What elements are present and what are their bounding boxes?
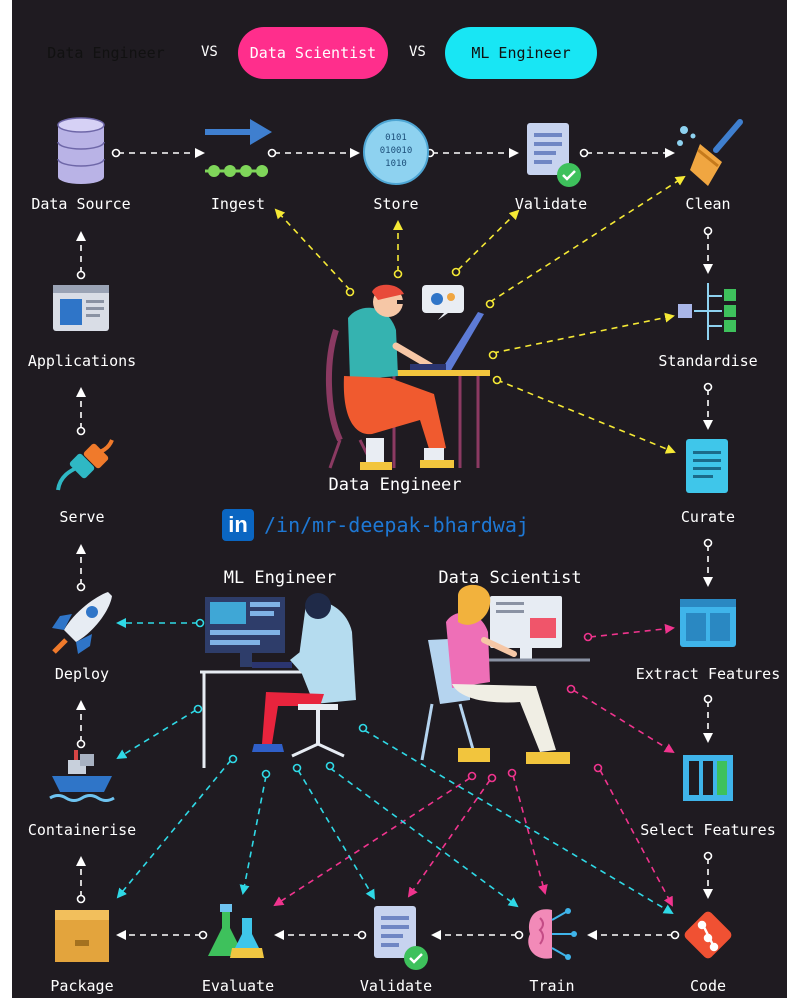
- label-clean: Clean: [685, 195, 731, 213]
- brain-network-icon: [528, 908, 577, 960]
- label-code: Code: [689, 977, 727, 995]
- extract-features-icon: [680, 599, 736, 647]
- role-data-scientist: Data Scientist: [438, 568, 582, 588]
- linkedin-icon: in: [222, 509, 254, 541]
- label-serve: Serve: [59, 508, 105, 526]
- label-data-source: Data Source: [31, 195, 131, 213]
- role-ml-engineer: ML Engineer: [223, 568, 337, 588]
- validate-bottom-document-icon: [374, 906, 428, 970]
- label-validate-bottom: Validate: [359, 977, 433, 995]
- label-standardise: Standardise: [658, 352, 758, 370]
- label-deploy: Deploy: [54, 665, 110, 683]
- application-window-icon: [53, 285, 109, 331]
- label-containerise: Containerise: [27, 821, 137, 839]
- label-curate: Curate: [680, 508, 736, 526]
- vs-label-1: VS: [201, 44, 218, 60]
- pill-data-engineer: Data Engineer: [30, 27, 182, 79]
- linkedin-link[interactable]: in /in/mr-deepak-bhardwaj: [222, 508, 529, 542]
- git-icon: [684, 911, 732, 959]
- label-ingest: Ingest: [210, 195, 266, 213]
- curate-document-icon: [686, 439, 728, 493]
- label-applications: Applications: [27, 352, 137, 370]
- data-engineer-illustration: [325, 284, 490, 470]
- vs-label-2: VS: [409, 44, 426, 60]
- package-box-icon: [55, 910, 109, 962]
- svg-text:010010: 010010: [380, 146, 413, 156]
- pill-data-scientist-label: Data Scientist: [249, 44, 377, 62]
- rocket-icon: [52, 592, 112, 654]
- ingest-icon: [205, 119, 272, 177]
- hierarchy-icon: [678, 283, 736, 340]
- pill-data-scientist: Data Scientist: [238, 27, 388, 79]
- role-data-engineer: Data Engineer: [328, 475, 462, 495]
- database-icon: [57, 117, 105, 184]
- flow-arrows: [76, 148, 713, 940]
- svg-text:1010: 1010: [385, 159, 407, 169]
- lab-flask-icon: [208, 904, 264, 958]
- label-evaluate: Evaluate: [201, 977, 275, 995]
- data-scientist-links: [273, 623, 675, 907]
- pill-data-engineer-label: Data Engineer: [47, 44, 165, 62]
- label-package: Package: [50, 977, 114, 995]
- linkedin-handle: /in/mr-deepak-bhardwaj: [264, 513, 529, 537]
- data-engineer-links: [274, 175, 686, 454]
- data-scientist-illustration: [420, 584, 590, 764]
- ml-engineer-illustration: [200, 593, 356, 768]
- validate-document-icon: [527, 123, 581, 187]
- flow-arrow-origins: [76, 148, 713, 940]
- label-store: Store: [373, 195, 419, 213]
- label-train: Train: [529, 977, 575, 995]
- pill-ml-engineer: ML Engineer: [445, 27, 597, 79]
- label-extract-features: Extract Features: [635, 665, 781, 683]
- svg-text:0101: 0101: [385, 133, 407, 143]
- broom-icon: [677, 119, 743, 186]
- container-ship-icon: [49, 750, 115, 802]
- label-validate-top: Validate: [514, 195, 588, 213]
- label-select-features: Select Features: [640, 821, 776, 839]
- ml-engineer-links: [116, 618, 674, 915]
- pill-ml-engineer-label: ML Engineer: [471, 44, 571, 62]
- select-features-icon: [683, 755, 733, 801]
- plug-icon: [56, 439, 114, 491]
- globe-storage-icon: 0101 010010 1010: [363, 119, 429, 185]
